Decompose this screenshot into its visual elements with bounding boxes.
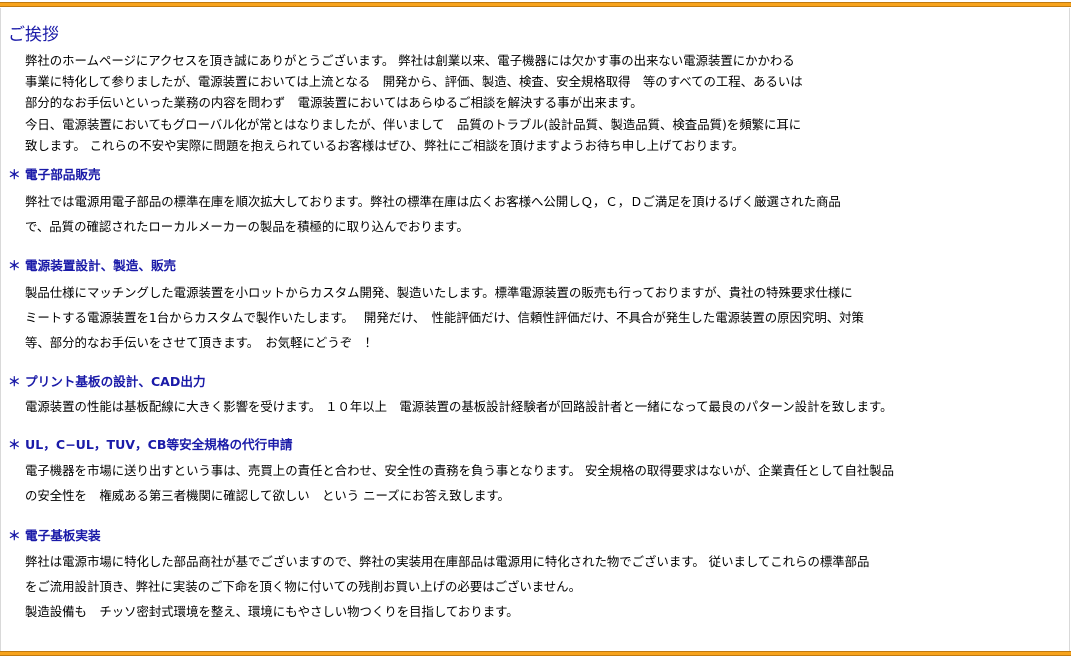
asterisk-icon: ＊ bbox=[8, 528, 21, 543]
section-body-parts-sales: 弊社では電源用電子部品の標準在庫を順次拡大しております。弊社の標準在庫は広くお客… bbox=[25, 189, 841, 239]
section-heading-text: 電子部品販売 bbox=[25, 167, 101, 182]
asterisk-icon: ＊ bbox=[8, 437, 21, 452]
section-heading-board-assembly: ＊ 電子基板実装 bbox=[8, 527, 101, 545]
asterisk-icon: ＊ bbox=[8, 374, 21, 389]
section-line: 弊社では電源用電子部品の標準在庫を順次拡大しております。弊社の標準在庫は広くお客… bbox=[25, 194, 841, 209]
section-body-pcb-design: 電源装置の性能は基板配線に大きく影響を受けます。 １０年以上 電源装置の基板設計… bbox=[25, 394, 893, 419]
section-line: 製造設備も チッソ密封式環境を整え、環境にもやさしい物つくりを目指しております。 bbox=[25, 604, 519, 619]
bottom-accent-bar bbox=[0, 651, 1071, 656]
section-body-safety-standards: 電子機器を市場に送り出すという事は、売買上の責任と合わせ、安全性の責務を負う事と… bbox=[25, 458, 894, 508]
greeting-line-1: 弊社のホームページにアクセスを頂き誠にありがとうございます。 弊社は創業以来、電… bbox=[25, 53, 795, 68]
section-heading-parts-sales: ＊ 電子部品販売 bbox=[8, 166, 101, 184]
section-line: をご流用設計頂き、弊社に実装のご下命を頂く物に付いての残削お買い上げの必要はござ… bbox=[25, 579, 581, 594]
section-heading-text: 電源装置設計、製造、販売 bbox=[25, 258, 177, 273]
section-heading-pcb-design: ＊ プリント基板の設計、CAD出力 bbox=[8, 373, 206, 391]
asterisk-icon: ＊ bbox=[8, 167, 21, 182]
greeting-title: ご挨拶 bbox=[8, 25, 59, 45]
greeting-line-3: 部分的なお手伝いといった業務の内容を問わず 電源装置においてはあらゆるご相談を解… bbox=[25, 95, 643, 110]
section-heading-safety-standards: ＊ UL，C−UL，TUV，CB等安全規格の代行申請 bbox=[8, 436, 292, 454]
section-line: の安全性を 権威ある第三者機関に確認して欲しい という ニーズにお答え致します。 bbox=[25, 488, 510, 503]
frame-left-border bbox=[0, 8, 1, 651]
greeting-line-5: 致します。 これらの不安や実際に問題を抱えられているお客様はぜひ、弊社にご相談を… bbox=[25, 138, 745, 153]
section-body-board-assembly: 弊社は電源市場に特化した部品商社が基でございますので、弊社の実装用在庫部品は電源… bbox=[25, 549, 869, 624]
section-heading-text: UL，C−UL，TUV，CB等安全規格の代行申請 bbox=[25, 437, 293, 452]
section-line: 電源装置の性能は基板配線に大きく影響を受けます。 １０年以上 電源装置の基板設計… bbox=[25, 399, 893, 414]
frame-right-border bbox=[1069, 8, 1070, 651]
section-line: 電子機器を市場に送り出すという事は、売買上の責任と合わせ、安全性の責務を負う事と… bbox=[25, 463, 895, 478]
section-heading-power-design: ＊ 電源装置設計、製造、販売 bbox=[8, 257, 176, 275]
greeting-line-2: 事業に特化して参りましたが、電源装置においては上流となる 開発から、評価、製造、… bbox=[25, 74, 803, 89]
top-accent-bar bbox=[0, 2, 1071, 7]
section-line: 弊社は電源市場に特化した部品商社が基でございますので、弊社の実装用在庫部品は電源… bbox=[25, 554, 870, 569]
asterisk-icon: ＊ bbox=[8, 258, 21, 273]
section-line: 等、部分的なお手伝いをさせて頂きます。 お気軽にどうぞ ！ bbox=[25, 335, 377, 350]
section-line: で、品質の確認されたローカルメーカーの製品を積極的に取り込んでおります。 bbox=[25, 219, 469, 234]
section-body-power-design: 製品仕様にマッチングした電源装置を小ロットからカスタム開発、製造いたします。標準… bbox=[25, 280, 864, 355]
greeting-line-4: 今日、電源装置においてもグローバル化が常とはなりましたが、伴いまして 品質のトラ… bbox=[25, 117, 802, 132]
section-heading-text: プリント基板の設計、CAD出力 bbox=[25, 374, 206, 389]
section-heading-text: 電子基板実装 bbox=[25, 528, 101, 543]
section-line: 製品仕様にマッチングした電源装置を小ロットからカスタム開発、製造いたします。標準… bbox=[25, 285, 853, 300]
section-line: ミートする電源装置を1台からカスタムで製作いたします。 開発だけ、 性能評価だけ… bbox=[25, 310, 864, 325]
